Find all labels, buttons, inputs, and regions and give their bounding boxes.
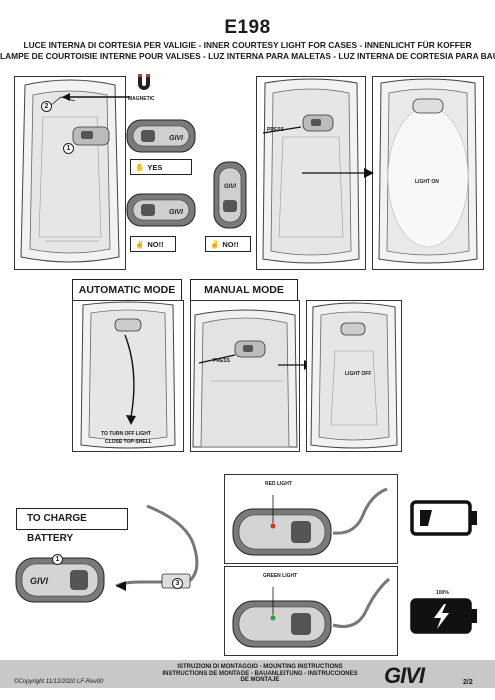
step-1-marker: 1 (63, 143, 74, 154)
footer-bar (0, 660, 495, 688)
thumbs-down-icon: ✌ (210, 239, 220, 249)
light-on-arrow (302, 168, 374, 178)
charge-battery-heading: TO CHARGE BATTERY (16, 508, 128, 544)
thumbs-up-icon: ✋ (135, 162, 145, 172)
auto-note-line-1: TO TURN OFF LIGHT (101, 431, 151, 437)
no-label-1: NO!! (147, 239, 164, 249)
automatic-mode-heading: AUTOMATIC MODE (72, 279, 182, 301)
light-on-panel: LIGHT ON (372, 76, 484, 270)
light-off-panel: LIGHT OFF (306, 300, 402, 452)
case-light-off-illustration (310, 302, 398, 449)
green-light-label: GREEN LIGHT (263, 573, 298, 579)
no-badge-1: ✌ NO!! (130, 236, 176, 252)
magnetic-label: MAGNETIC (128, 96, 155, 102)
light-module-charging: GIVI (15, 557, 105, 603)
yes-badge: ✋ YES (130, 159, 192, 175)
case-auto-illustration (80, 301, 176, 449)
case-light-on-illustration (378, 78, 478, 264)
green-light-panel: GREEN LIGHT (224, 566, 398, 656)
light-module-wrong-horizontal: GIVI (126, 193, 196, 227)
brand-logo: GIVI (384, 663, 425, 688)
title-line-2: LAMPE DE COURTOISIE INTERNE POUR VALISES… (0, 51, 495, 61)
no-badge-2: ✌ NO!! (205, 236, 251, 252)
page-number: 2/2 (463, 679, 473, 686)
battery-full-icon (410, 598, 477, 634)
footer-instructions: ISTRUZIONI DI MONTAGGIO - MOUNTING INSTR… (160, 664, 360, 684)
case-interior-illustration (20, 79, 120, 263)
yes-label: YES (147, 162, 163, 172)
light-module-wrong-vertical: GIVI (213, 161, 247, 229)
step-2-marker: 2 (41, 101, 52, 112)
case-manual-illustration (192, 309, 298, 448)
magnet-arrow (62, 93, 130, 101)
light-on-label: LIGHT ON (415, 179, 439, 185)
green-light-illustration (232, 577, 390, 648)
no-label-2: NO!! (222, 239, 239, 249)
charge-step-3: 3 (172, 578, 183, 589)
red-light-label: RED LIGHT (265, 481, 292, 487)
press-label-2: PRESS (213, 358, 230, 364)
document-code: E198 (224, 17, 271, 38)
red-light-panel: RED LIGHT (224, 474, 398, 564)
title-line-1: LUCE INTERNA DI CORTESIA PER VALIGIE - I… (23, 40, 472, 50)
manual-mode-heading: MANUAL MODE (190, 279, 298, 301)
svg-text:GIVI: GIVI (169, 209, 184, 216)
svg-text:GIVI: GIVI (169, 135, 184, 142)
press-label-1: PRESS (267, 127, 284, 133)
footer-line-2: INSTRUCTIONS DE MONTAGE - BAUANLEITUNG -… (162, 670, 358, 677)
light-module-correct: GIVI (126, 119, 196, 153)
footer-line-1: ISTRUZIONI DI MONTAGGIO - MOUNTING INSTR… (177, 664, 343, 670)
magnet-icon (138, 74, 150, 90)
thumbs-down-icon: ✌ (135, 239, 145, 249)
case-press-illustration (262, 78, 360, 264)
svg-text:GIVI: GIVI (224, 184, 236, 190)
battery-low-icon (410, 500, 477, 536)
red-light-illustration (232, 487, 388, 556)
copyright-text: ©Copyright 11/12/2020 LF-Rev00 (14, 679, 104, 685)
auto-note-line-2: CLOSE TOP-SHELL (105, 439, 152, 445)
manual-mode-panel: PRESS (190, 300, 300, 452)
install-case-panel: 2 1 (14, 76, 126, 270)
battery-percent: 100% (436, 590, 449, 596)
light-off-label: LIGHT OFF (345, 371, 372, 377)
footer-line-3: DE MONTAJE (240, 677, 280, 683)
svg-text:GIVI: GIVI (30, 576, 49, 586)
automatic-mode-panel: TO TURN OFF LIGHT CLOSE TOP-SHELL (72, 300, 184, 452)
charge-step-1: 1 (52, 554, 63, 565)
